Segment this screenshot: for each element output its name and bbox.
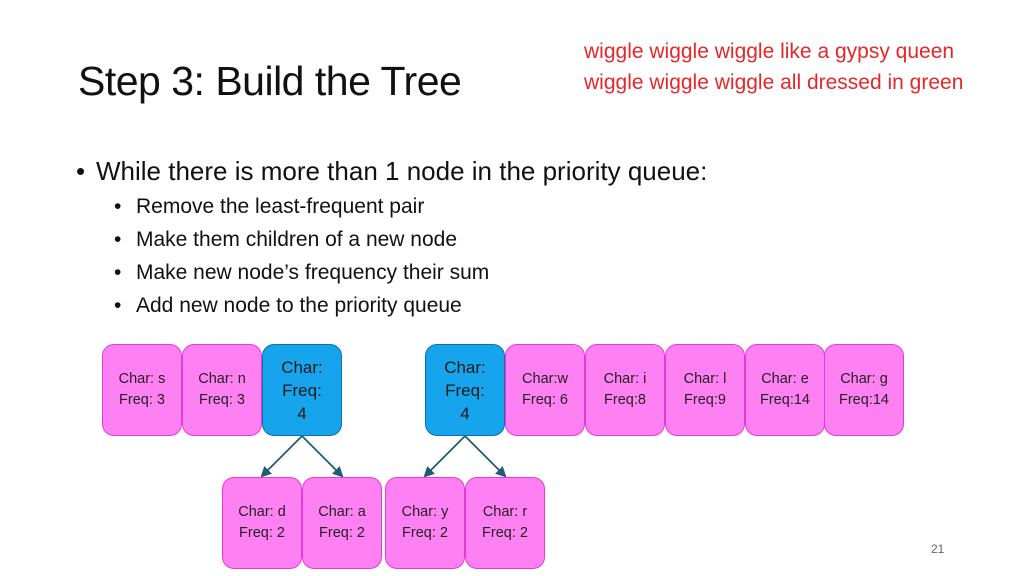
main-bullet-text: While there is more than 1 node in the p… (96, 156, 708, 186)
child-node-y: Char: y Freq: 2 (385, 477, 465, 569)
queue-node-l: Char: l Freq:9 (665, 344, 745, 436)
queue-node-n: Char: n Freq: 3 (182, 344, 262, 436)
main-bullet: • While there is more than 1 node in the … (76, 156, 707, 187)
queue-node-internal: Char: Freq: 4 (425, 344, 505, 436)
sub-bullet-text: Make new node’s frequency their sum (136, 261, 490, 284)
sub-bullet-text: Add new node to the priority queue (136, 294, 462, 317)
sub-bullet-text: Make them children of a new node (136, 228, 458, 251)
queue-node-i: Char: i Freq:8 (585, 344, 665, 436)
sub-bullet-text: Remove the least-frequent pair (136, 195, 425, 218)
tree-edge (260, 435, 303, 478)
tree-edge (464, 435, 507, 478)
queue-node-e: Char: e Freq:14 (745, 344, 825, 436)
sub-bullet: • Make new node’s frequency their sum (114, 261, 489, 285)
callout-line: wiggle wiggle wiggle like a gypsy queen (584, 40, 955, 63)
bullet-dot-icon: • (114, 261, 122, 284)
page-number: 21 (931, 542, 945, 556)
bullet-dot-icon: • (114, 228, 122, 251)
bullet-dot-icon: • (114, 195, 122, 218)
child-node-r: Char: r Freq: 2 (465, 477, 545, 569)
sub-bullet: • Make them children of a new node (114, 228, 457, 252)
bullet-dot-icon: • (76, 156, 86, 186)
tree-edge (423, 435, 466, 478)
slide-title: Step 3: Build the Tree (78, 58, 462, 104)
tree-edge (301, 435, 344, 478)
queue-node-w: Char:w Freq: 6 (505, 344, 585, 436)
queue-node-internal: Char: Freq: 4 (262, 344, 342, 436)
sub-bullet: • Remove the least-frequent pair (114, 195, 424, 219)
child-node-d: Char: d Freq: 2 (222, 477, 302, 569)
sub-bullet: • Add new node to the priority queue (114, 294, 462, 318)
queue-node-g: Char: g Freq:14 (824, 344, 904, 436)
lyrics-callout: wiggle wiggle wiggle like a gypsy queen … (584, 36, 963, 98)
callout-line: wiggle wiggle wiggle all dressed in gree… (584, 71, 964, 94)
child-node-a: Char: a Freq: 2 (302, 477, 382, 569)
bullet-dot-icon: • (114, 294, 122, 317)
queue-node-s: Char: s Freq: 3 (102, 344, 182, 436)
